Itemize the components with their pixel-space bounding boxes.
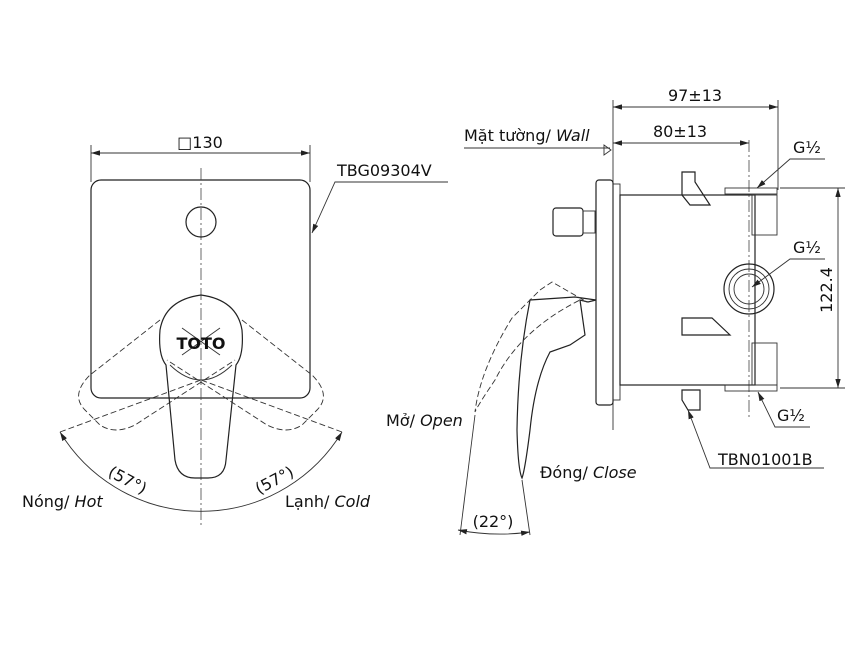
plate-model-label: TBG09304V [336, 161, 432, 180]
valve-body [619, 194, 756, 386]
port-top-label: G½ [793, 138, 821, 157]
port-bottom-label: G½ [777, 406, 805, 425]
lever-handle [159, 294, 243, 479]
port-bottom [751, 342, 778, 386]
mounting-bracket [681, 317, 732, 336]
wall-flange [595, 179, 614, 406]
height-label: 122.4 [817, 267, 836, 313]
cover-plate [90, 179, 311, 399]
body-depth-label: 80±13 [653, 122, 707, 141]
handle-hot-position [78, 319, 236, 431]
open-label: Mở/ Open [386, 411, 463, 430]
lever-side-open [474, 281, 588, 413]
body-model-label: TBN01001B [717, 450, 813, 469]
wall-marker-icon [603, 144, 612, 156]
plate-leader-line [311, 181, 448, 234]
front-view: □130 TBG09304V TOTO (57°) (57°) Nóng/ Ho… [22, 133, 448, 528]
total-depth-label: 97±13 [668, 86, 722, 105]
hot-angle-label: (57°) [105, 462, 150, 498]
port-top [751, 194, 778, 236]
mounting-bracket [681, 171, 712, 206]
open-angle-label: (22°) [473, 512, 514, 531]
toto-logo: TOTO [176, 334, 225, 353]
handle-cold-position [166, 319, 324, 431]
plate-dimension-label: □130 [177, 133, 223, 152]
open-angle-arc [457, 529, 531, 536]
port-middle [723, 263, 775, 315]
side-view: 97±13 80±13 Mặt tường/ Wall G½ G½ G½ [386, 86, 845, 536]
diverter-knob-side [552, 207, 584, 237]
lever-side-closed [516, 296, 597, 480]
close-label: Đóng/ Close [540, 463, 637, 482]
wall-label: Mặt tường/ Wall [464, 126, 590, 145]
port-middle-label: G½ [793, 238, 821, 257]
diverter-knob [185, 206, 217, 238]
mounting-bracket [681, 389, 701, 411]
hot-label: Nóng/ Hot [22, 492, 103, 511]
rotation-arc [59, 431, 343, 512]
cold-label: Lạnh/ Cold [285, 492, 371, 511]
